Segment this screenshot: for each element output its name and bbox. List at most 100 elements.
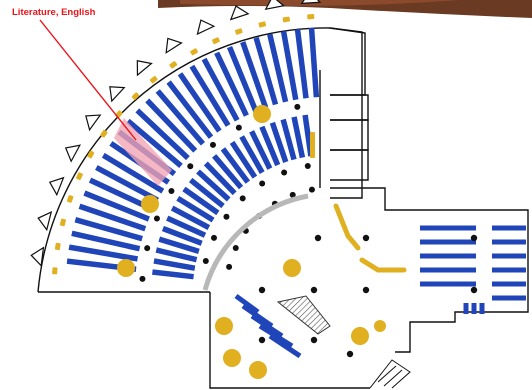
shelf-row <box>269 121 289 163</box>
shelf-row <box>177 72 222 133</box>
wall-sawtooth-segment <box>165 37 183 54</box>
wall-sawtooth-segment <box>300 0 322 5</box>
shelf-row <box>155 247 198 263</box>
perimeter-seat <box>54 242 61 251</box>
shelf-row <box>259 125 281 167</box>
column <box>232 245 239 252</box>
shelf-row <box>145 98 198 153</box>
shelf-row <box>158 236 200 255</box>
shelf-row <box>280 118 297 161</box>
shelf-row <box>153 258 196 271</box>
column <box>139 275 146 282</box>
stairwell-icon <box>369 359 411 389</box>
shelf-row <box>201 57 240 122</box>
shelf-row <box>101 152 165 194</box>
perimeter-seat <box>76 172 83 181</box>
column <box>187 163 194 170</box>
column <box>259 180 266 187</box>
perimeter-seat <box>307 14 315 20</box>
shelf-row <box>240 41 269 109</box>
fan-study-tables <box>117 105 315 277</box>
lower-study-tables <box>215 259 386 379</box>
wall-sawtooth-segment <box>109 86 126 103</box>
shelf-row <box>239 135 265 175</box>
wall-sawtooth-segment <box>196 19 216 36</box>
shelf-row <box>71 230 141 252</box>
shelf-row <box>196 169 231 202</box>
column <box>294 103 301 110</box>
perimeter-seat <box>52 267 58 275</box>
right-wing-shelves <box>420 225 526 314</box>
shelf-row <box>161 225 203 246</box>
shelf-row <box>182 186 220 216</box>
shelf-row <box>308 27 320 98</box>
stack-shelves-inner-rows <box>152 114 314 280</box>
wall-sawtooth-segment <box>264 0 285 11</box>
shelf-row <box>294 28 309 99</box>
wall-sawtooth-segment <box>85 114 102 132</box>
shelf-row <box>203 161 237 196</box>
perimeter-seat <box>59 218 66 227</box>
shelf-row <box>155 89 206 146</box>
shelf-row <box>176 195 215 223</box>
shelf-row <box>68 244 139 262</box>
building-outline <box>37 27 529 389</box>
callout-leader-line <box>39 19 137 141</box>
shelf-row <box>170 205 211 230</box>
shelf-row <box>212 154 244 190</box>
lower-wing-shelves <box>234 293 302 359</box>
perimeter-seat <box>258 21 267 28</box>
shelf-row <box>253 36 279 106</box>
column <box>226 263 233 270</box>
wall-sawtooth-segment <box>37 210 53 232</box>
shelf-row <box>188 177 225 209</box>
lower-columns <box>258 234 478 358</box>
highlight-literature-english <box>114 118 172 186</box>
column <box>153 215 160 222</box>
shelf-row <box>249 130 273 170</box>
column <box>235 124 242 131</box>
perimeter-seat <box>169 61 178 69</box>
column <box>289 191 296 198</box>
lounge-seating <box>333 203 407 273</box>
shelf-row <box>74 217 143 242</box>
column <box>210 234 217 241</box>
perimeter-seat <box>190 48 199 56</box>
perimeter-seat <box>212 37 220 45</box>
column <box>202 258 209 265</box>
shelf-row <box>291 116 306 159</box>
column <box>223 213 230 220</box>
perimeter-seat <box>149 75 158 84</box>
service-desk <box>276 295 331 335</box>
shelf-row <box>302 114 314 157</box>
shelf-row <box>220 147 250 184</box>
outer-wall-sawtooth <box>30 0 322 268</box>
callout-label-literature-english: Literature, English <box>12 7 96 18</box>
wall-sawtooth-segment <box>48 176 65 197</box>
column <box>304 162 311 169</box>
inner-curved-wall <box>202 193 309 291</box>
shelf-row <box>78 203 147 232</box>
wall-sawtooth-segment <box>30 246 45 268</box>
column <box>144 245 151 252</box>
shelf-row <box>280 30 299 101</box>
perimeter-seat <box>234 28 243 35</box>
shelf-row <box>189 64 231 127</box>
perimeter-seat <box>282 16 291 23</box>
column <box>281 169 288 176</box>
shelf-row <box>135 108 190 161</box>
perimeter-seat <box>87 150 95 159</box>
column <box>209 141 216 148</box>
column <box>168 187 175 194</box>
shelf-row <box>126 118 183 168</box>
perimeter-seat <box>66 195 74 203</box>
shelf-row <box>229 140 258 179</box>
stack-shelves-outer-rows <box>66 27 320 272</box>
shelf-row <box>83 190 150 222</box>
shelf-row <box>166 215 207 238</box>
perimeter-seat <box>131 92 140 100</box>
column <box>239 195 246 202</box>
shelf-row <box>267 33 289 103</box>
column <box>308 186 315 193</box>
